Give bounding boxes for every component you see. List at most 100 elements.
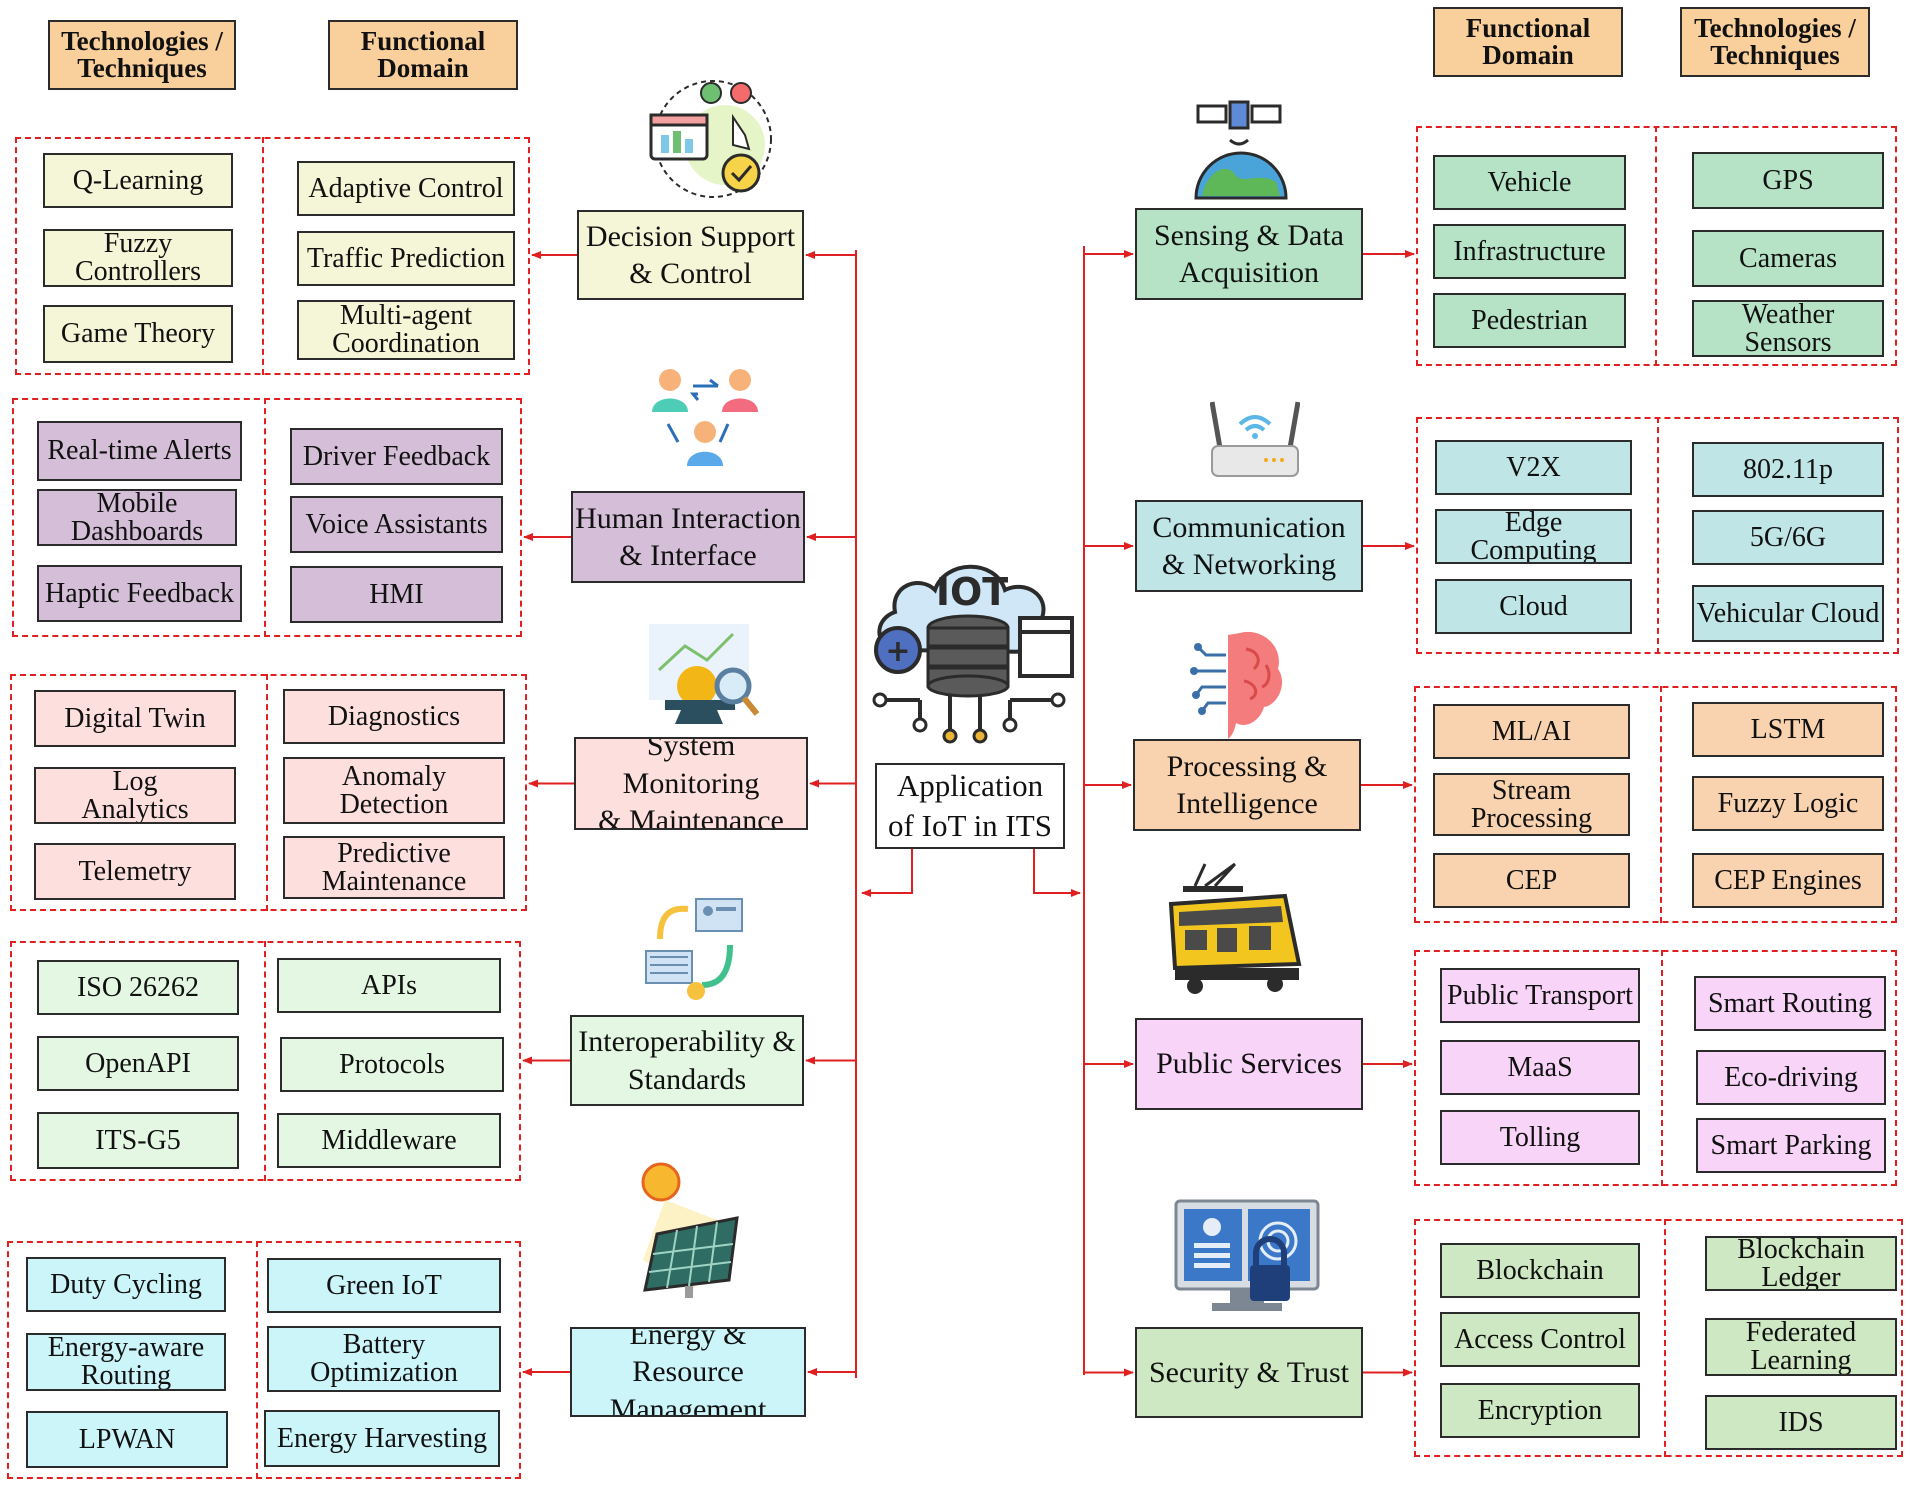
left-group-decision-divider [262,137,264,375]
domain-decision-box: Decision Support & Control [577,210,804,300]
technology-item-interop: ITS-G5 [37,1112,239,1169]
left-group-energy [7,1241,521,1479]
iot-icon-label: IOT [936,570,1008,614]
domain-comm-box: Communication & Networking [1135,500,1363,592]
technology-item-processing: LSTM [1692,702,1884,757]
technology-item-comm: Vehicular Cloud [1692,585,1884,642]
right-group-security-divider [1664,1219,1666,1457]
functional-item-comm: Cloud [1435,579,1632,634]
functional-item-sensing: Pedestrian [1433,293,1626,348]
right-group-public [1414,950,1897,1186]
technology-item-interop: OpenAPI [37,1036,239,1091]
left-group-monitoring [10,674,527,911]
functional-item-interop: Middleware [277,1113,501,1168]
decision-checklist-icon [649,80,772,198]
right-group-processing-divider [1660,686,1662,923]
header-right-technologies: Technologies / Techniques [1680,7,1870,77]
functional-item-human: Voice Assistants [290,496,503,553]
technology-item-security: Blockchain Ledger [1705,1236,1897,1291]
technology-item-energy: Energy-aware Routing [26,1333,226,1391]
functional-item-comm: V2X [1435,440,1632,495]
functional-item-decision: Adaptive Control [297,161,515,216]
domain-public-box: Public Services [1135,1018,1363,1110]
functional-item-comm: Edge Computing [1435,509,1632,564]
technology-item-monitoring: Log Analytics [34,767,236,824]
solar-panel-icon [641,1162,739,1298]
functional-item-security: Encryption [1440,1383,1640,1438]
center-right-link [1033,849,1081,897]
functional-item-energy: Energy Harvesting [264,1410,500,1467]
header-left-technologies: Technologies / Techniques [48,20,236,90]
functional-item-human: Driver Feedback [290,428,503,485]
functional-item-security: Blockchain [1440,1243,1640,1298]
svg-text:+: + [885,634,910,669]
tram-icon [1168,862,1302,994]
center-left-link [861,849,913,897]
domain-energy-box: Energy & Resource Management [570,1327,806,1417]
technology-item-interop: ISO 26262 [37,960,239,1015]
domain-monitoring-box: System Monitoring & Maintenance [574,737,808,830]
technology-item-energy: Duty Cycling [26,1257,226,1312]
technology-item-decision: Q-Learning [43,153,233,208]
left-group-decision [15,137,530,375]
technology-item-public: Smart Parking [1696,1118,1886,1173]
technology-item-decision: Fuzzy Controllers [43,229,233,287]
technology-item-decision: Game Theory [43,305,233,363]
functional-item-energy: Green IoT [267,1258,501,1313]
left-group-monitoring-divider [266,674,268,911]
functional-item-sensing: Infrastructure [1433,224,1626,279]
functional-item-monitoring: Predictive Maintenance [283,836,505,899]
functional-item-monitoring: Anomaly Detection [283,757,505,824]
functional-item-interop: APIs [277,958,501,1013]
functional-item-public: Public Transport [1440,968,1640,1023]
technology-item-human: Haptic Feedback [37,565,242,622]
technology-item-monitoring: Telemetry [34,843,236,900]
domain-security-box: Security & Trust [1135,1327,1363,1418]
right-group-sensing-divider [1655,126,1657,366]
left-group-human [12,398,522,637]
right-group-comm-divider [1657,417,1659,654]
central-topic-box: Application of IoT in ITS [875,763,1065,849]
functional-item-decision: Traffic Prediction [297,231,515,286]
functional-item-decision: Multi-agent Coordination [297,300,515,360]
functional-item-monitoring: Diagnostics [283,689,505,744]
left-group-interop-divider [264,941,266,1181]
technology-item-processing: Fuzzy Logic [1692,776,1884,831]
technology-item-public: Eco-driving [1696,1050,1886,1105]
domain-processing-box: Processing & Intelligence [1133,739,1361,831]
functional-item-public: Tolling [1440,1110,1640,1165]
technology-item-security: IDS [1705,1395,1897,1450]
functional-item-human: HMI [290,566,503,623]
technology-item-comm: 802.11p [1692,442,1884,497]
satellite-globe-icon [1194,100,1288,200]
right-group-security [1414,1219,1903,1457]
technology-item-sensing: Weather Sensors [1692,300,1884,357]
technology-item-monitoring: Digital Twin [34,690,236,747]
technology-item-human: Real-time Alerts [37,421,242,481]
functional-item-security: Access Control [1440,1312,1640,1367]
functional-item-public: MaaS [1440,1040,1640,1095]
functional-item-processing: ML/AI [1433,704,1630,759]
left-group-human-divider [264,398,266,637]
right-group-public-divider [1661,950,1663,1186]
circuit-brain-icon [1190,631,1283,739]
technology-item-comm: 5G/6G [1692,510,1884,565]
domain-human-box: Human Interaction & Interface [571,491,805,583]
header-left-functional: Functional Domain [328,20,518,90]
functional-item-sensing: Vehicle [1433,155,1626,210]
technology-item-public: Smart Routing [1694,976,1886,1031]
domain-interop-box: Interoperability & Standards [570,1015,804,1106]
functional-item-interop: Protocols [280,1037,504,1092]
functional-item-processing: CEP [1433,853,1630,908]
interoperability-devices-icon [645,898,743,1000]
right-group-processing [1414,686,1897,923]
secure-monitor-lock-icon [1174,1199,1320,1311]
iot-cloud-database-icon: IOT + [872,564,1074,744]
people-exchange-icon [652,369,758,466]
wifi-router-icon [1210,401,1300,477]
domain-sensing-box: Sensing & Data Acquisition [1135,208,1363,300]
technology-item-sensing: Cameras [1692,230,1884,287]
technology-item-human: Mobile Dashboards [37,489,237,546]
